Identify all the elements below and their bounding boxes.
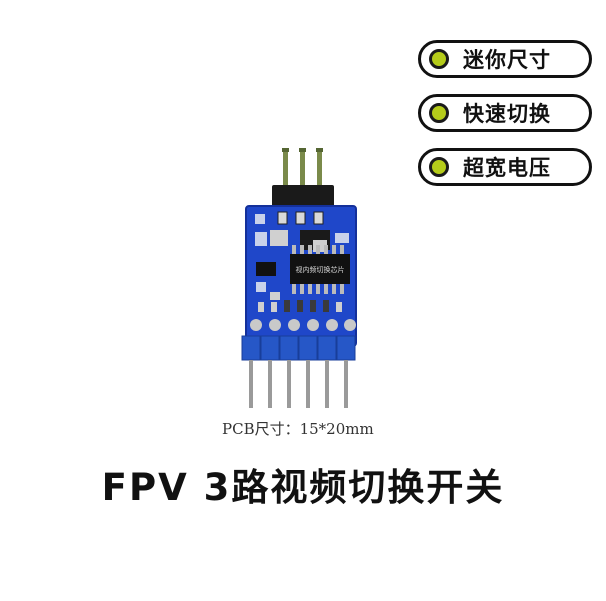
feature-label: 快速切换: [463, 102, 551, 126]
pcb-size-caption: PCB尺寸：15*20mm: [222, 420, 374, 438]
svg-text:视内频切换芯片: 视内频切换芯片: [296, 265, 345, 274]
top-header-pins: [282, 148, 323, 195]
product-photo: 视内频切换芯片: [241, 148, 357, 408]
feature-badge-mini-size: 迷你尺寸: [418, 40, 592, 78]
feature-label: 超宽电压: [463, 156, 551, 180]
product-title: FPV 3路视频切换开关: [101, 466, 505, 509]
bottom-header-pins: [249, 360, 348, 408]
feature-badge-fast-switch: 快速切换: [418, 94, 592, 132]
switch-chip: 视内频切换芯片: [290, 245, 350, 294]
feature-label: 迷你尺寸: [463, 48, 551, 72]
solder-pads: [250, 319, 356, 331]
green-dot-icon: [429, 103, 449, 123]
green-dot-icon: [429, 49, 449, 69]
feature-badge-wide-voltage: 超宽电压: [418, 148, 592, 186]
top-header-housing: [272, 185, 334, 207]
bottom-header-housings: [241, 335, 356, 361]
smd-resistors: [258, 300, 342, 312]
green-dot-icon: [429, 157, 449, 177]
